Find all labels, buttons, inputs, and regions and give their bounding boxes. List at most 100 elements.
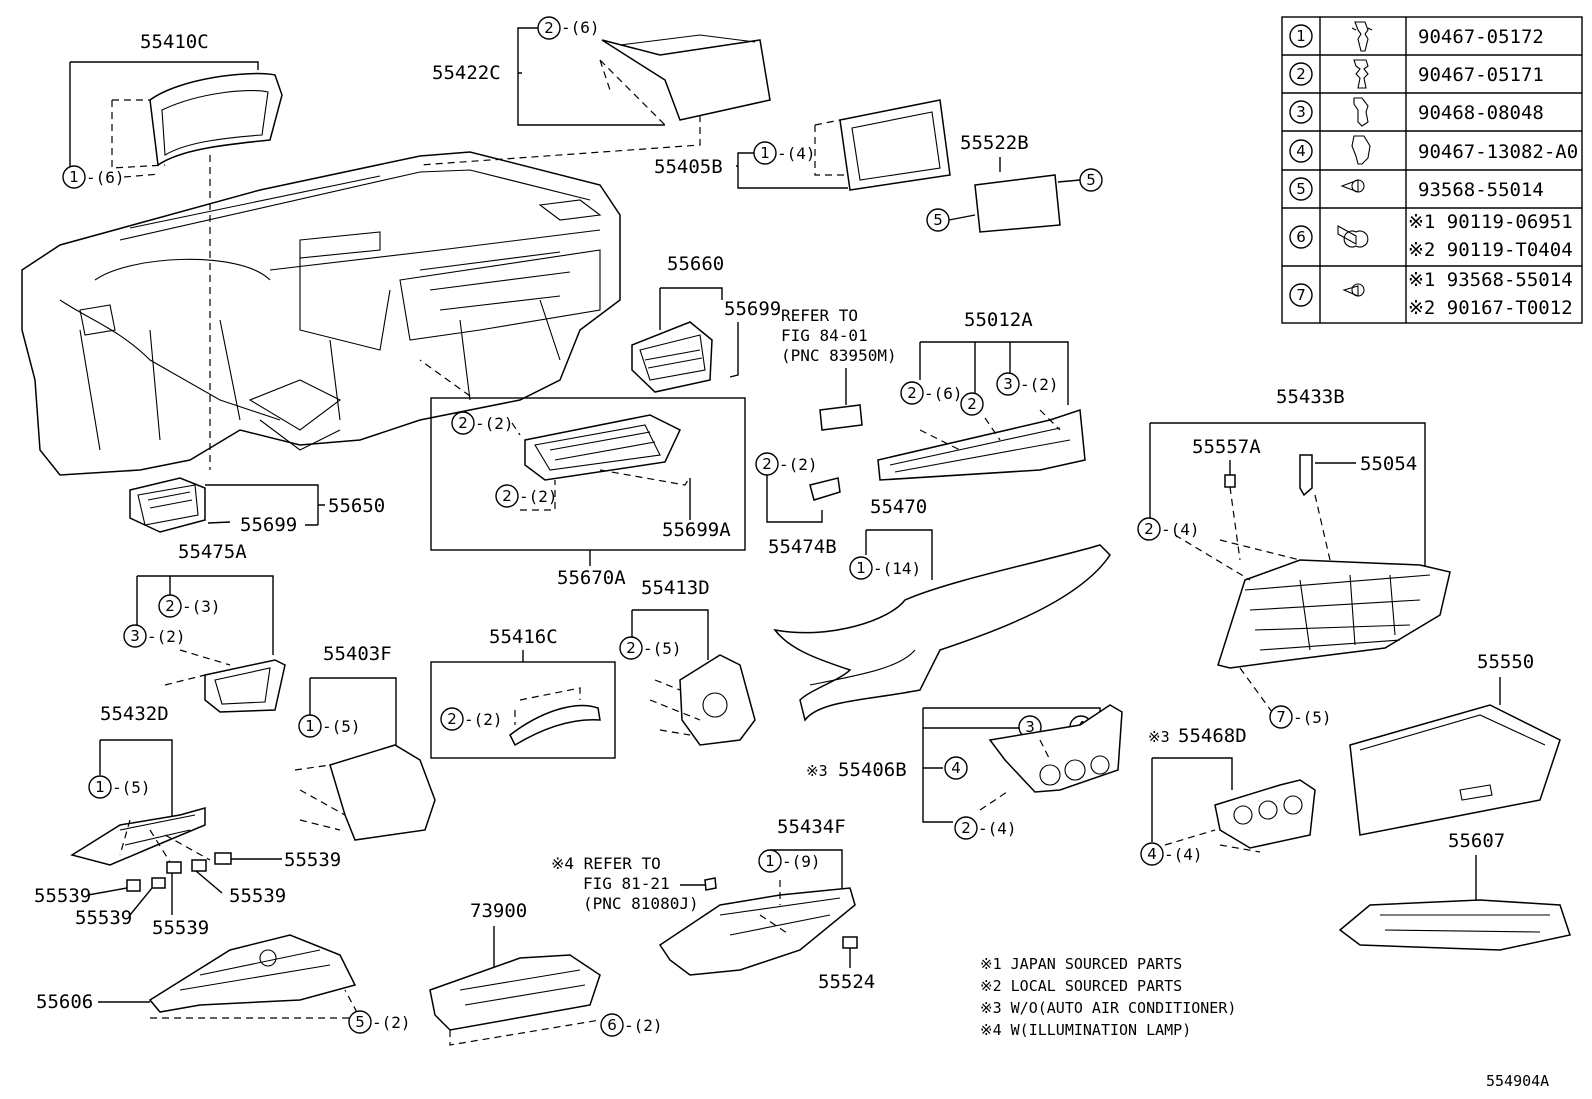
reference-fig-84-01: REFER TO FIG 84-01 (PNC 83950M): [781, 306, 897, 431]
svg-text:55550: 55550: [1477, 651, 1534, 673]
clip-icon: [1353, 97, 1369, 127]
svg-text:2: 2: [502, 487, 512, 505]
part-55650: 55650 55699: [129, 477, 385, 536]
svg-text:3: 3: [1025, 718, 1035, 736]
clip-icon: [1351, 135, 1371, 165]
part-55606: 55606 5 -(2): [36, 934, 411, 1034]
svg-text:73900: 73900: [470, 900, 527, 922]
svg-text:6: 6: [607, 1016, 617, 1034]
svg-text:-(3): -(3): [182, 597, 221, 616]
svg-text:4: 4: [1296, 142, 1306, 160]
diagram-id: 554904A: [1486, 1072, 1549, 1090]
svg-text:-(14): -(14): [873, 559, 921, 578]
svg-text:55433B: 55433B: [1276, 386, 1345, 408]
svg-text:55054: 55054: [1360, 453, 1417, 475]
part-55433B: 55433B 55557A 55054 2 -(4) 7 -(5): [1137, 386, 1451, 729]
svg-text:55607: 55607: [1448, 830, 1505, 852]
svg-text:2: 2: [544, 19, 554, 37]
svg-text:55699: 55699: [240, 514, 297, 536]
clip-icon: [1351, 21, 1373, 52]
legend-row: 5 93568-55014: [1289, 177, 1544, 201]
svg-text:5: 5: [933, 211, 943, 229]
part-55470: 55470 1 -(14): [773, 496, 1111, 722]
svg-text:1: 1: [69, 168, 79, 186]
svg-text:-(5): -(5): [322, 717, 361, 736]
part-55660: 55660 55699: [631, 253, 781, 393]
svg-text:90468-08048: 90468-08048: [1418, 102, 1544, 124]
svg-text:5: 5: [1086, 171, 1096, 189]
svg-text:※4 REFER TO: ※4 REFER TO: [551, 854, 661, 873]
part-55413D: 55413D 2 -(5): [619, 577, 756, 746]
bolt-icon: [1337, 225, 1369, 248]
svg-text:3: 3: [1003, 375, 1013, 393]
svg-text:(PNC 81080J): (PNC 81080J): [583, 894, 699, 913]
note-3-marker: ※3: [806, 762, 828, 780]
svg-text:55660: 55660: [667, 253, 724, 275]
svg-text:-(5): -(5): [643, 639, 682, 658]
svg-text:55699: 55699: [724, 298, 781, 320]
part-55410C: 55410C 1 -(6): [62, 31, 283, 470]
svg-text:90467-05172: 90467-05172: [1418, 26, 1544, 48]
svg-text:55416C: 55416C: [489, 626, 558, 648]
svg-text:90467-05171: 90467-05171: [1418, 64, 1544, 86]
svg-text:-(2): -(2): [464, 710, 503, 729]
svg-text:55422C: 55422C: [432, 62, 501, 84]
svg-text:-(2): -(2): [475, 414, 514, 433]
svg-text:55434F: 55434F: [777, 816, 846, 838]
svg-text:55474B: 55474B: [768, 536, 837, 558]
svg-text:55606: 55606: [36, 991, 93, 1013]
svg-text:1: 1: [95, 778, 105, 796]
svg-text:-(5): -(5): [112, 778, 151, 797]
svg-text:(PNC 83950M): (PNC 83950M): [781, 346, 897, 365]
svg-text:55468D: 55468D: [1178, 725, 1247, 747]
legend-row: 2 90467-05171: [1289, 59, 1544, 89]
svg-text:※1 JAPAN SOURCED PARTS: ※1 JAPAN SOURCED PARTS: [980, 955, 1182, 973]
svg-text:2: 2: [447, 710, 457, 728]
svg-text:3: 3: [130, 627, 140, 645]
svg-text:2: 2: [458, 414, 468, 432]
svg-text:55410C: 55410C: [140, 31, 209, 53]
svg-text:2: 2: [762, 455, 772, 473]
svg-text:1: 1: [856, 559, 866, 577]
svg-text:2: 2: [165, 597, 175, 615]
svg-text:55405B: 55405B: [654, 156, 723, 178]
svg-text:REFER TO: REFER TO: [781, 306, 858, 325]
svg-text:55522B: 55522B: [960, 132, 1029, 154]
part-73900: 73900 6 -(2): [429, 900, 663, 1046]
legend-row: 4 90467-13082-A0: [1289, 135, 1578, 165]
svg-text:55557A: 55557A: [1192, 436, 1261, 458]
svg-text:-(4): -(4): [1164, 845, 1203, 864]
reference-fig-81-21: ※4 REFER TO FIG 81-21 (PNC 81080J): [551, 854, 717, 913]
part-55522B: 55522B 5 5: [926, 132, 1103, 233]
clip-icon: [1353, 59, 1369, 89]
svg-text:55470: 55470: [870, 496, 927, 518]
svg-text:55012A: 55012A: [964, 309, 1033, 331]
part-55012A: 55012A 2 -(6) 2 3 -(2): [877, 309, 1086, 481]
svg-text:※2 90119-T0404: ※2 90119-T0404: [1408, 239, 1573, 261]
part-55416C: 55416C 2 -(2): [430, 626, 616, 759]
svg-text:4: 4: [951, 759, 961, 777]
svg-text:-(6): -(6): [924, 384, 963, 403]
svg-text:-(2): -(2): [624, 1016, 663, 1035]
svg-text:-(9): -(9): [782, 852, 821, 871]
part-55432D: 55432D 1 -(5) 55539 55539 55539 55539 55…: [34, 703, 341, 939]
svg-text:2: 2: [967, 395, 977, 413]
svg-text:55539: 55539: [229, 885, 286, 907]
part-55475A: 55475A 2 -(3) 3 -(2): [123, 541, 286, 713]
svg-text:※2 LOCAL SOURCED PARTS: ※2 LOCAL SOURCED PARTS: [980, 977, 1182, 995]
svg-text:2: 2: [961, 819, 971, 837]
svg-text:2: 2: [626, 639, 636, 657]
svg-text:-(6): -(6): [86, 168, 125, 187]
svg-text:※1 93568-55014: ※1 93568-55014: [1408, 269, 1573, 291]
part-55550: 55550: [1349, 651, 1561, 836]
svg-text:-(5): -(5): [1293, 708, 1332, 727]
svg-text:55475A: 55475A: [178, 541, 247, 563]
svg-text:55406B: 55406B: [838, 759, 907, 781]
svg-text:55413D: 55413D: [641, 577, 710, 599]
svg-text:-(2): -(2): [519, 487, 558, 506]
svg-text:※2 90167-T0012: ※2 90167-T0012: [1408, 297, 1573, 319]
instrument-panel-assembly: [21, 151, 621, 476]
svg-text:5: 5: [355, 1013, 365, 1031]
svg-text:※3 W/O(AUTO AIR CONDITIONER): ※3 W/O(AUTO AIR CONDITIONER): [980, 999, 1236, 1017]
part-55670A: 2 -(2) 2 -(2) 55699A 55670A: [419, 359, 746, 589]
